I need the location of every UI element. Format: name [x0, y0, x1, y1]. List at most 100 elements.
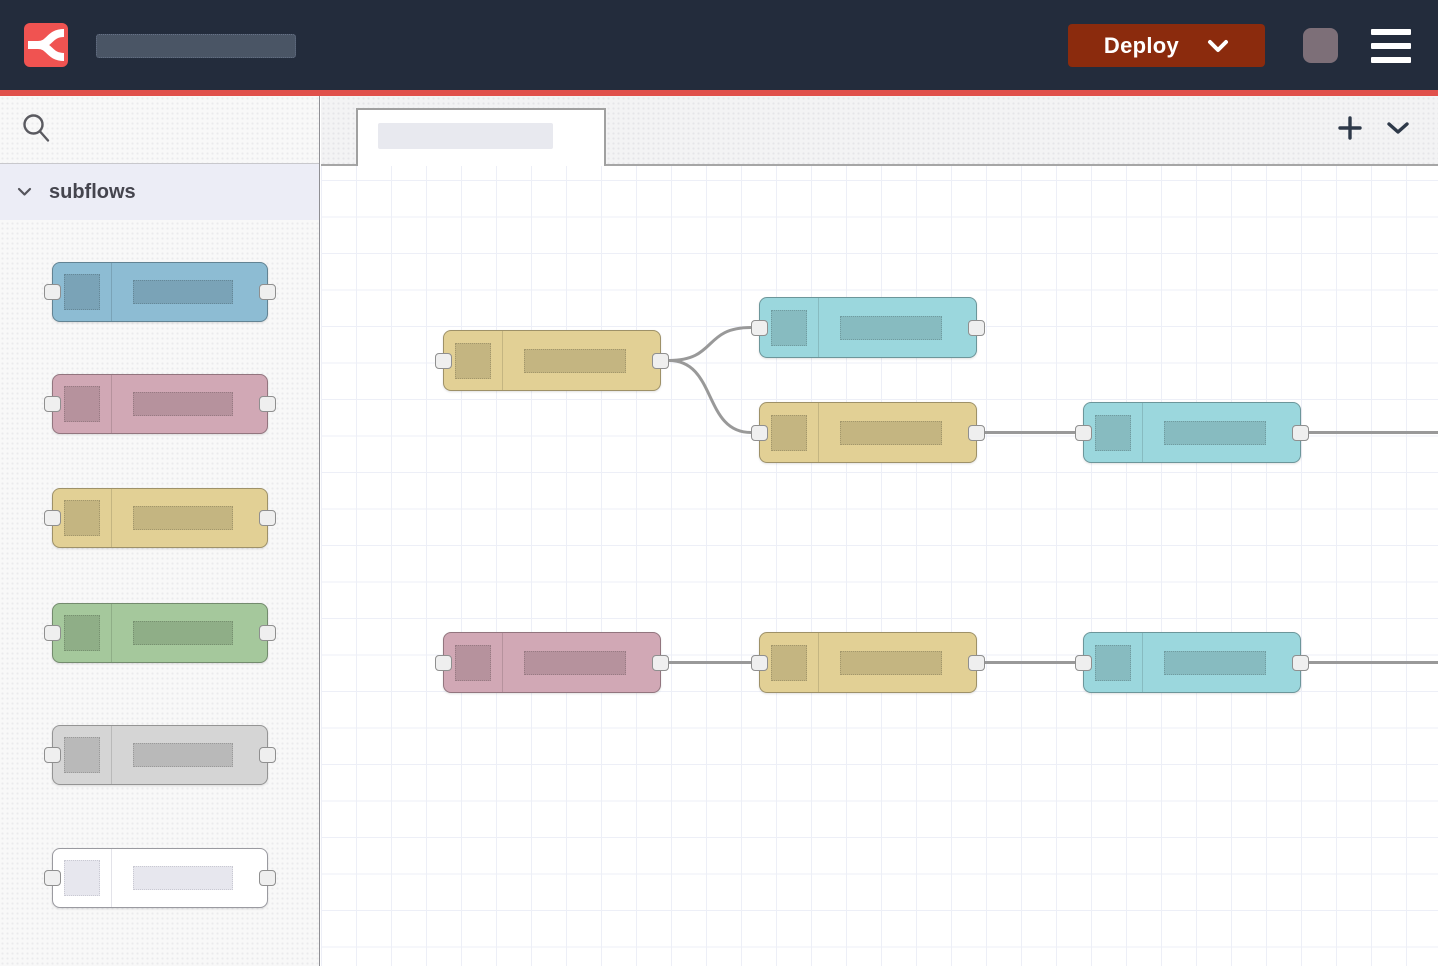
node-icon-placeholder [64, 737, 100, 773]
node-icon-divider [111, 849, 112, 907]
node-input-port[interactable] [44, 284, 61, 300]
chevron-down-icon [17, 187, 32, 196]
node-icon-placeholder [455, 342, 491, 379]
flow-tab-active[interactable] [356, 108, 606, 166]
flow-tabstrip [321, 96, 1438, 166]
flow-canvas[interactable] [321, 166, 1438, 966]
node-icon-divider [111, 604, 112, 662]
palette-node-white[interactable] [44, 848, 276, 908]
node-input-port[interactable] [751, 319, 768, 336]
node-icon-divider [111, 263, 112, 321]
node-output-port[interactable] [968, 654, 985, 671]
flow-node-pink-1[interactable] [435, 632, 669, 693]
header-bar: Deploy [0, 0, 1438, 90]
node-icon-divider [818, 298, 819, 357]
node-icon-placeholder [64, 274, 100, 310]
node-icon-divider [818, 633, 819, 692]
node-input-port[interactable] [435, 654, 452, 671]
node-label-placeholder [133, 392, 233, 416]
node-output-port[interactable] [652, 654, 669, 671]
node-label-placeholder [840, 420, 942, 445]
node-red-logo-icon [28, 29, 65, 61]
node-label-placeholder [133, 743, 233, 767]
node-icon-divider [1142, 633, 1143, 692]
chevron-down-icon [1208, 39, 1229, 52]
node-output-port[interactable] [259, 284, 276, 300]
flow-node-yellow-2[interactable] [751, 402, 985, 463]
header-title-placeholder [96, 34, 296, 58]
user-avatar[interactable] [1303, 28, 1338, 63]
node-icon-placeholder [64, 500, 100, 536]
flow-wire[interactable] [668, 359, 752, 434]
node-output-port[interactable] [968, 424, 985, 441]
palette-search-button[interactable] [20, 113, 54, 147]
node-output-port[interactable] [259, 625, 276, 641]
node-output-port[interactable] [652, 352, 669, 369]
node-red-logo [24, 23, 68, 67]
node-output-port[interactable] [259, 870, 276, 886]
palette-section-subflows[interactable]: subflows [0, 164, 319, 220]
palette-node-green[interactable] [44, 603, 276, 663]
header-accent-line [0, 90, 1438, 96]
search-icon [23, 114, 50, 142]
node-icon-divider [1142, 403, 1143, 462]
node-icon-placeholder [1095, 644, 1131, 681]
node-input-port[interactable] [44, 625, 61, 641]
tab-label-placeholder [378, 123, 553, 149]
node-label-placeholder [133, 866, 233, 890]
node-icon-divider [111, 489, 112, 547]
chevron-down-icon [1387, 122, 1409, 134]
tabstrip-actions [1336, 114, 1412, 142]
node-input-port[interactable] [435, 352, 452, 369]
node-input-port[interactable] [751, 424, 768, 441]
node-input-port[interactable] [44, 870, 61, 886]
palette-node-yellow[interactable] [44, 488, 276, 548]
node-output-port[interactable] [1292, 654, 1309, 671]
flow-node-teal-3[interactable] [1075, 632, 1309, 693]
node-output-port[interactable] [259, 396, 276, 412]
flow-wire[interactable] [668, 326, 752, 362]
node-label-placeholder [524, 650, 626, 675]
node-output-port[interactable] [1292, 424, 1309, 441]
node-label-placeholder [133, 621, 233, 645]
node-label-placeholder [840, 650, 942, 675]
node-input-port[interactable] [44, 747, 61, 763]
node-output-port[interactable] [968, 319, 985, 336]
palette-sidebar: subflows [0, 96, 320, 966]
node-input-port[interactable] [1075, 424, 1092, 441]
palette-node-gray[interactable] [44, 725, 276, 785]
node-label-placeholder [133, 506, 233, 530]
node-label-placeholder [1164, 420, 1266, 445]
node-icon-divider [818, 403, 819, 462]
node-input-port[interactable] [44, 510, 61, 526]
wire-layer [668, 326, 1438, 664]
node-output-port[interactable] [259, 510, 276, 526]
flow-node-teal-2[interactable] [1075, 402, 1309, 463]
plus-icon [1338, 116, 1362, 140]
node-icon-placeholder [455, 644, 491, 681]
node-icon-divider [111, 375, 112, 433]
node-icon-placeholder [771, 414, 807, 451]
palette-section-label: subflows [49, 180, 136, 203]
flow-list-button[interactable] [1384, 114, 1412, 142]
deploy-button[interactable]: Deploy [1068, 24, 1265, 67]
node-input-port[interactable] [44, 396, 61, 412]
flow-node-yellow-3[interactable] [751, 632, 985, 693]
node-output-port[interactable] [259, 747, 276, 763]
node-input-port[interactable] [751, 654, 768, 671]
node-label-placeholder [524, 348, 626, 373]
node-icon-placeholder [64, 615, 100, 651]
node-label-placeholder [840, 315, 942, 340]
node-input-port[interactable] [1075, 654, 1092, 671]
main-menu-button[interactable] [1371, 29, 1411, 63]
flow-node-yellow-1[interactable] [435, 330, 669, 391]
palette-node-pink[interactable] [44, 374, 276, 434]
palette-node-blue[interactable] [44, 262, 276, 322]
node-icon-placeholder [64, 386, 100, 422]
flow-node-teal-1[interactable] [751, 297, 985, 358]
add-flow-button[interactable] [1336, 114, 1364, 142]
node-icon-divider [111, 726, 112, 784]
node-icon-divider [502, 633, 503, 692]
node-icon-placeholder [771, 309, 807, 346]
